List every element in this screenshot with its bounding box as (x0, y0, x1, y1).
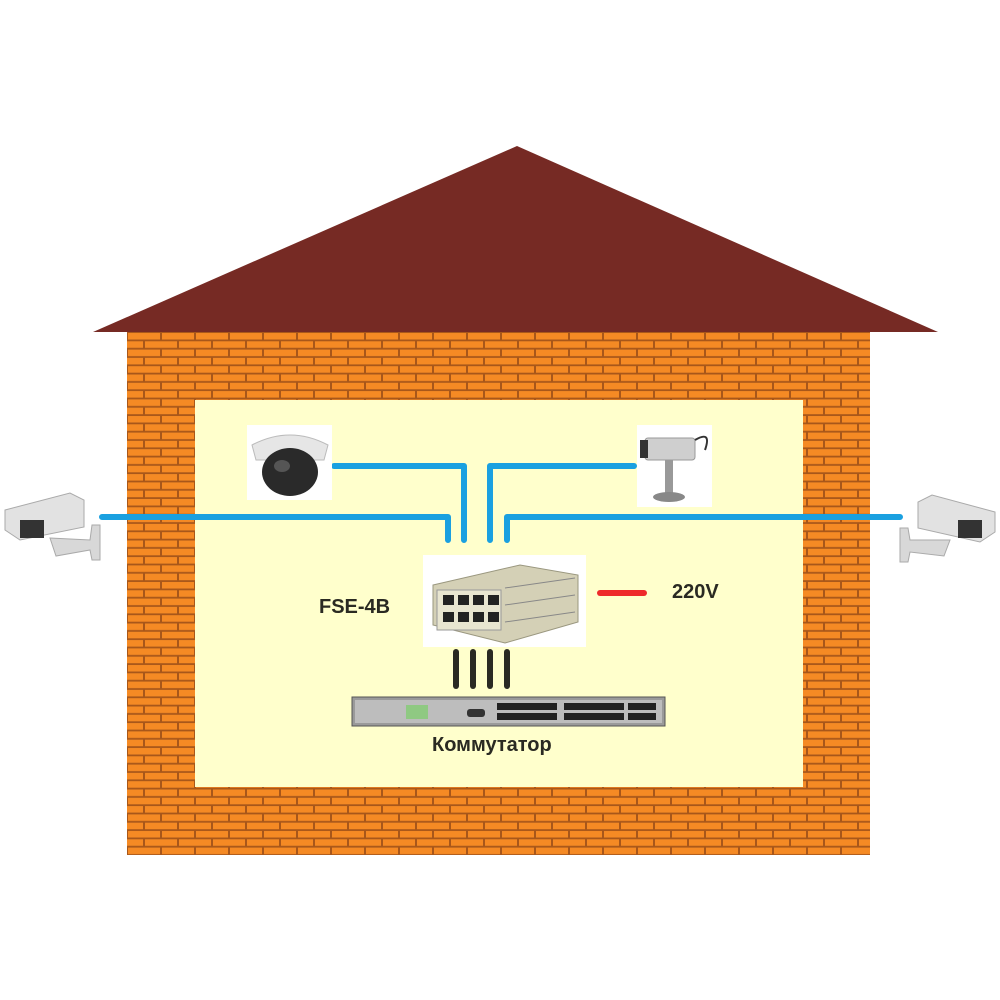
ethernet-cables (99, 463, 903, 543)
network-switch-icon (351, 696, 666, 727)
cable-dome-camera (331, 463, 467, 543)
outdoor-camera-right-icon (899, 494, 996, 563)
cable-right-outdoor-camera (504, 514, 903, 543)
cable-box-camera (487, 463, 637, 543)
box-camera-icon (637, 425, 712, 507)
poe-device-label: FSE-4B (319, 596, 391, 618)
switch-label: Коммутатор (432, 734, 552, 756)
roof (93, 146, 938, 332)
poe-injector-icon (423, 555, 586, 647)
cable-left-outdoor-camera (99, 514, 451, 543)
uplink-cables (453, 649, 510, 689)
outdoor-camera-left-icon (4, 492, 101, 561)
power-label: 220V (672, 581, 719, 603)
dome-camera-icon (247, 425, 332, 500)
